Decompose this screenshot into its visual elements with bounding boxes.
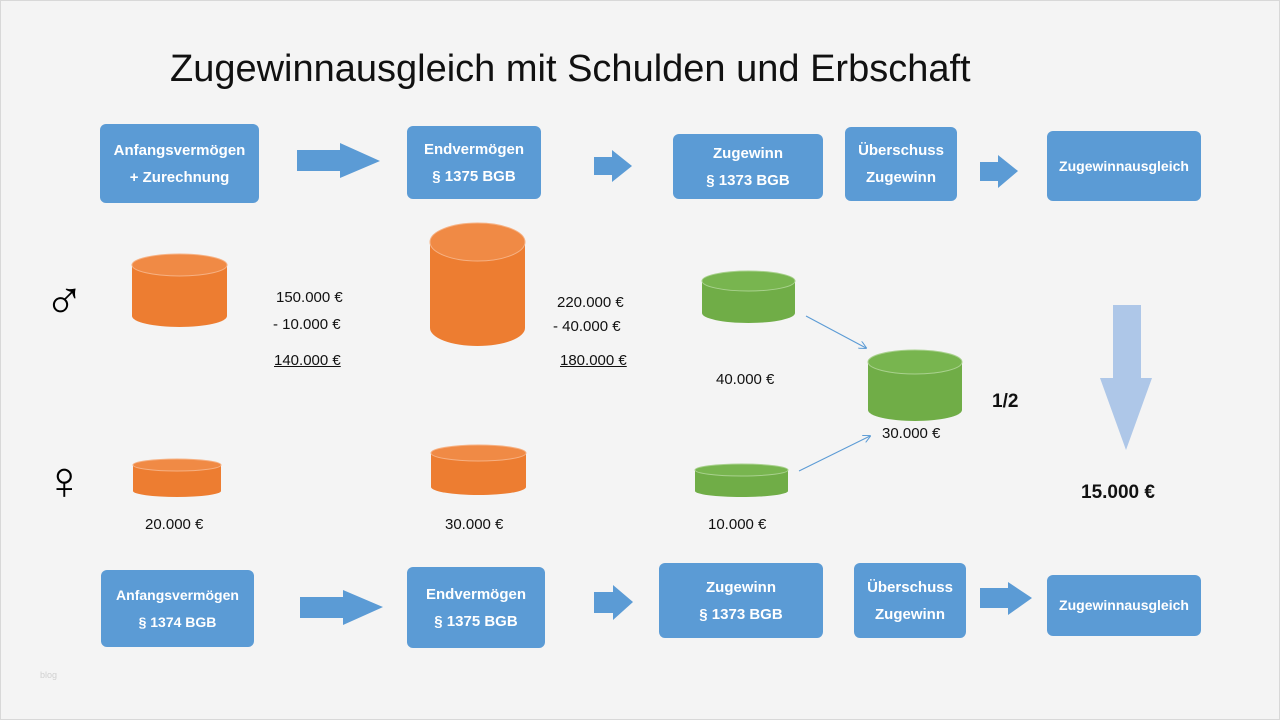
cylinder-male-zugewinn: [701, 270, 796, 324]
box-anfangsvermoegen-top: Anfangsvermögen + Zurechnung: [100, 124, 259, 203]
watermark: blog: [40, 670, 58, 680]
arrow-right-icon: [594, 585, 633, 620]
box-line: Endvermögen: [423, 140, 525, 158]
box-line: Anfangsvermögen: [116, 586, 239, 603]
box-line: § 1375 BGB: [434, 612, 518, 630]
difference-value: 30.000 €: [882, 425, 941, 442]
box-line: Zugewinn: [713, 144, 783, 162]
box-line: Zugewinn: [706, 578, 776, 596]
female-anfang-value: 20.000 €: [145, 516, 204, 533]
box-zugewinnausgleich-top: Zugewinnausgleich: [1047, 131, 1201, 201]
cylinder-female-end: [430, 444, 527, 495]
arrow-down-icon: [1100, 305, 1152, 450]
arrow-right-icon: [300, 590, 383, 625]
box-line: Zugewinnausgleich: [1059, 597, 1189, 613]
box-line: Zugewinn: [866, 169, 936, 186]
male-anfang-total: 140.000 €: [274, 352, 341, 369]
factor-label: 1/2: [992, 391, 1019, 412]
male-end-minus: - 40.000 €: [553, 318, 621, 335]
male-zugewinn-value: 40.000 €: [716, 371, 775, 388]
arrow-right-icon: [980, 155, 1018, 188]
female-symbol-icon: ♀: [44, 451, 85, 511]
connector-line: [805, 315, 866, 348]
box-line: Endvermögen: [425, 585, 527, 603]
cylinder-female-zugewinn: [694, 463, 789, 497]
cylinder-female-anfang: [132, 458, 222, 497]
box-line: § 1374 BGB: [138, 613, 217, 630]
box-anfangsvermoegen-bottom: Anfangsvermögen § 1374 BGB: [101, 570, 254, 647]
box-endvermoegen-top: Endvermögen § 1375 BGB: [407, 126, 541, 199]
male-anfang-value: 150.000 €: [276, 289, 343, 306]
arrow-right-icon: [594, 150, 632, 182]
box-zugewinn-top: Zugewinn § 1373 BGB: [673, 134, 823, 199]
box-line: Zugewinn: [875, 605, 945, 623]
cylinder-male-end: [429, 222, 526, 347]
male-anfang-minus: - 10.000 €: [273, 316, 341, 333]
female-end-value: 30.000 €: [445, 516, 504, 533]
result-value: 15.000 €: [1081, 482, 1155, 503]
connector-line: [798, 436, 870, 472]
male-end-value: 220.000 €: [557, 294, 624, 311]
box-line: Überschuss: [858, 142, 944, 159]
female-zugewinn-value: 10.000 €: [708, 516, 767, 533]
box-zugewinn-bottom: Zugewinn § 1373 BGB: [659, 563, 823, 638]
box-line: § 1375 BGB: [432, 167, 516, 185]
box-line: § 1373 BGB: [699, 605, 783, 623]
box-line: § 1373 BGB: [706, 171, 790, 189]
box-line: Zugewinnausgleich: [1059, 157, 1189, 174]
cylinder-difference: [867, 349, 963, 421]
box-line: + Zurechnung: [129, 168, 230, 186]
cylinder-male-anfang: [131, 253, 228, 327]
box-endvermoegen-bottom: Endvermögen § 1375 BGB: [407, 567, 545, 648]
box-line: Überschuss: [867, 578, 953, 596]
page-title: Zugewinnausgleich mit Schulden und Erbsc…: [170, 48, 971, 90]
arrow-right-icon: [297, 143, 380, 178]
arrow-right-icon: [980, 582, 1032, 615]
box-zugewinnausgleich-bottom: Zugewinnausgleich: [1047, 575, 1201, 636]
male-symbol-icon: ♂: [44, 271, 85, 331]
male-end-total: 180.000 €: [560, 352, 627, 369]
box-line: Anfangsvermögen: [113, 141, 246, 159]
